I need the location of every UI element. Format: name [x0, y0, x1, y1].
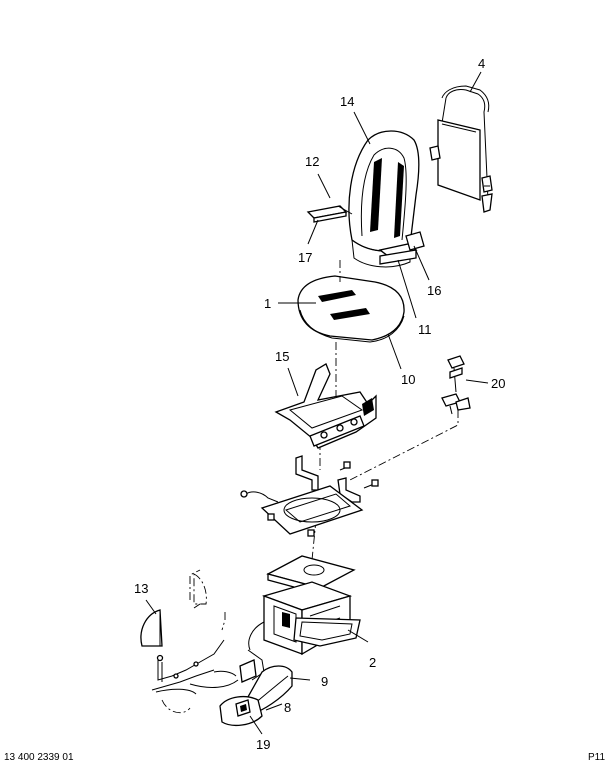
headrest-frame [429, 85, 493, 213]
bolt-set [441, 355, 471, 415]
callout-20: 20 [491, 376, 505, 391]
leader-lines [145, 71, 489, 735]
callout-17: 17 [298, 250, 312, 265]
callout-4: 4 [478, 56, 485, 71]
callout-9: 9 [321, 674, 328, 689]
callout-8: 8 [284, 700, 291, 715]
cable-assembly [151, 639, 265, 714]
callout-13: 13 [134, 581, 148, 596]
page-code: P11 [588, 752, 605, 761]
suspension-base [248, 555, 361, 656]
seat-frame [274, 363, 377, 449]
handle-cover [219, 695, 263, 727]
callout-14: 14 [340, 94, 354, 109]
seat-back [348, 130, 420, 268]
callout-1: 1 [264, 296, 271, 311]
callout-19: 19 [256, 737, 270, 752]
seat-cushion [297, 275, 405, 343]
callout-16: 16 [427, 283, 441, 298]
left-armrest [306, 205, 353, 223]
callout-10: 10 [401, 372, 415, 387]
callout-2: 2 [369, 655, 376, 670]
callout-labels: 1 2 4 8 9 10 11 12 13 14 15 16 17 19 20 [134, 56, 505, 752]
swivel-plate [240, 485, 364, 537]
footer: 13 400 2339 01 P11 [4, 752, 605, 761]
callout-15: 15 [275, 349, 289, 364]
right-armrest [378, 231, 425, 265]
cover-outline [193, 573, 207, 609]
callout-12: 12 [305, 154, 319, 169]
figure-number: 13 400 2339 01 [4, 752, 74, 761]
half-round-cover [140, 609, 163, 647]
callout-11: 11 [418, 322, 432, 337]
